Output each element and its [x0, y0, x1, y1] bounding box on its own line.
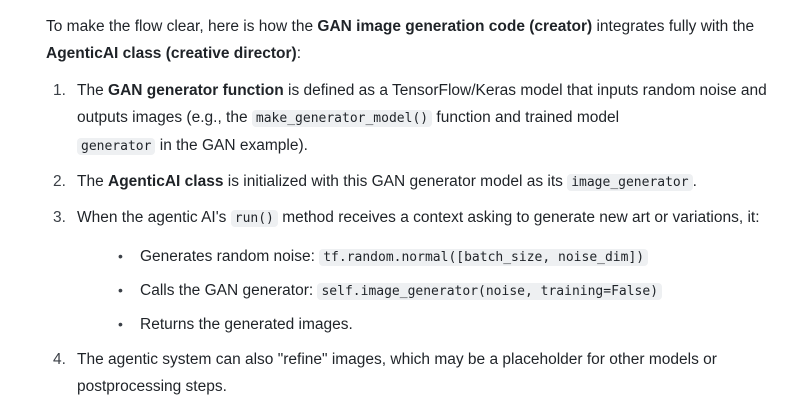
- step-text: method receives a context asking to gene…: [277, 209, 760, 226]
- step-text: function and trained model: [432, 109, 620, 126]
- bullet-icon: •: [118, 248, 123, 264]
- inline-code: tf.random.normal([batch_size, noise_dim]…: [319, 249, 649, 266]
- intro-bold-director: AgenticAI class (creative director): [46, 45, 297, 62]
- sub-list: • Generates random noise: tf.random.norma…: [77, 243, 784, 338]
- step-item-1: 1. The GAN generator function is defined …: [46, 77, 784, 160]
- step-text: is defined as a TensorFlow/Keras model t…: [77, 82, 767, 126]
- step-text: .: [692, 173, 697, 190]
- bullet-icon: •: [118, 316, 123, 332]
- steps-list: 1. The GAN generator function is defined …: [46, 77, 784, 400]
- step-number: 4.: [53, 351, 66, 368]
- step-text: is initialized with this GAN generator m…: [223, 173, 568, 190]
- inline-code: run(): [230, 210, 278, 227]
- sub-text: Calls the GAN generator:: [140, 282, 318, 299]
- intro-bold-creator: GAN image generation code (creator): [317, 18, 593, 35]
- step-bold: GAN generator function: [108, 82, 284, 99]
- step-item-4: 4. The agentic system can also "refine" i…: [46, 346, 784, 400]
- step-item-2: 2. The AgenticAI class is initialized wit…: [46, 168, 784, 196]
- intro-text: integrates fully with the: [592, 18, 755, 35]
- step-number: 2.: [53, 173, 66, 190]
- sub-item: • Returns the generated images.: [108, 311, 784, 338]
- step-text: When the agentic AI's: [77, 209, 231, 226]
- step-text: The: [77, 82, 109, 99]
- step-item-3: 3. When the agentic AI's run() method rec…: [46, 204, 784, 338]
- step-number: 1.: [53, 82, 66, 99]
- inline-code: generator: [77, 138, 156, 155]
- step-text: in the GAN example).: [155, 137, 308, 154]
- bullet-icon: •: [118, 282, 123, 298]
- intro-text: :: [296, 45, 301, 62]
- sub-text: Generates random noise:: [140, 248, 320, 265]
- inline-code: make_generator_model(): [251, 110, 433, 127]
- step-text: The: [77, 173, 109, 190]
- inline-code: image_generator: [567, 174, 693, 191]
- intro-text: To make the flow clear, here is how the: [46, 18, 318, 35]
- step-number: 3.: [53, 209, 66, 226]
- step-bold: AgenticAI class: [108, 173, 224, 190]
- sub-item: • Calls the GAN generator: self.image_gen…: [108, 277, 784, 305]
- sub-item: • Generates random noise: tf.random.norma…: [108, 243, 784, 271]
- step-text: The agentic system can also "refine" ima…: [77, 351, 717, 395]
- intro-paragraph: To make the flow clear, here is how the …: [46, 13, 784, 67]
- inline-code: self.image_generator(noise, training=Fal…: [317, 283, 663, 300]
- sub-text: Returns the generated images.: [140, 316, 353, 333]
